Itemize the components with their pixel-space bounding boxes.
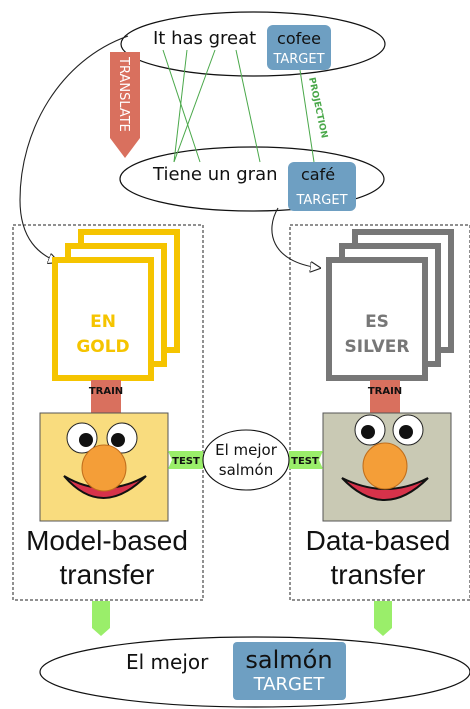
test-arrow-right: TEST <box>289 451 323 469</box>
output-target-word: salmón <box>245 646 332 674</box>
projection-to-silver-arrow <box>271 207 320 268</box>
translate-label: TRANSLATE <box>116 56 131 132</box>
translated-sentence: Tiene un gran café TARGET <box>119 146 385 212</box>
translate-to-gold-arrow <box>19 35 129 262</box>
model-based-panel <box>12 224 204 601</box>
silver-document-stack: ES SILVER <box>326 229 454 381</box>
train-label-left: TRAIN <box>89 386 123 397</box>
train-arrow-right: TRAIN <box>368 380 402 414</box>
data-based-panel <box>289 224 470 601</box>
source-target-word: cofee <box>277 29 321 48</box>
silver-stack-line2: SILVER <box>345 337 410 357</box>
source-target-badge: cofee TARGET <box>267 25 331 70</box>
alignment-lines <box>162 49 315 163</box>
translated-target-badge: café TARGET <box>288 162 356 211</box>
output-sentence: El mejor salmón TARGET <box>39 636 470 708</box>
data-based-line1: Data-based <box>306 525 451 556</box>
output-target-tag: TARGET <box>253 674 326 695</box>
model-based-line1: Model-based <box>26 525 188 556</box>
source-target-tag: TARGET <box>272 52 324 67</box>
output-sentence-text: El mejor <box>126 650 209 674</box>
test-input-line2: salmón <box>219 461 273 479</box>
gold-document-stack: EN GOLD <box>52 229 180 381</box>
gold-stack-line1: EN <box>90 312 116 332</box>
output-target-badge: salmón TARGET <box>233 642 346 700</box>
test-arrow-left: TEST <box>168 451 203 469</box>
translated-target-tag: TARGET <box>295 193 347 208</box>
train-label-right: TRAIN <box>368 386 402 397</box>
translate-arrow: TRANSLATE <box>110 52 140 158</box>
left-face-icon <box>39 412 169 522</box>
right-face-icon <box>322 412 452 522</box>
output-arrow-right <box>374 601 392 636</box>
test-label-right: TEST <box>291 456 319 467</box>
test-input: El mejor salmón <box>202 429 290 491</box>
silver-stack-line1: ES <box>365 312 389 332</box>
translated-target-word: café <box>301 165 335 184</box>
test-label-left: TEST <box>172 456 200 467</box>
translated-sentence-text: Tiene un gran <box>152 164 278 185</box>
model-based-line2: transfer <box>60 559 155 590</box>
source-sentence: It has great cofee TARGET <box>120 11 386 77</box>
gold-stack-line2: GOLD <box>76 337 129 357</box>
train-arrow-left: TRAIN <box>89 380 123 414</box>
output-arrow-left <box>92 601 110 636</box>
data-based-line2: transfer <box>331 559 426 590</box>
source-sentence-text: It has great <box>153 28 256 49</box>
test-input-line1: El mejor <box>215 441 278 459</box>
